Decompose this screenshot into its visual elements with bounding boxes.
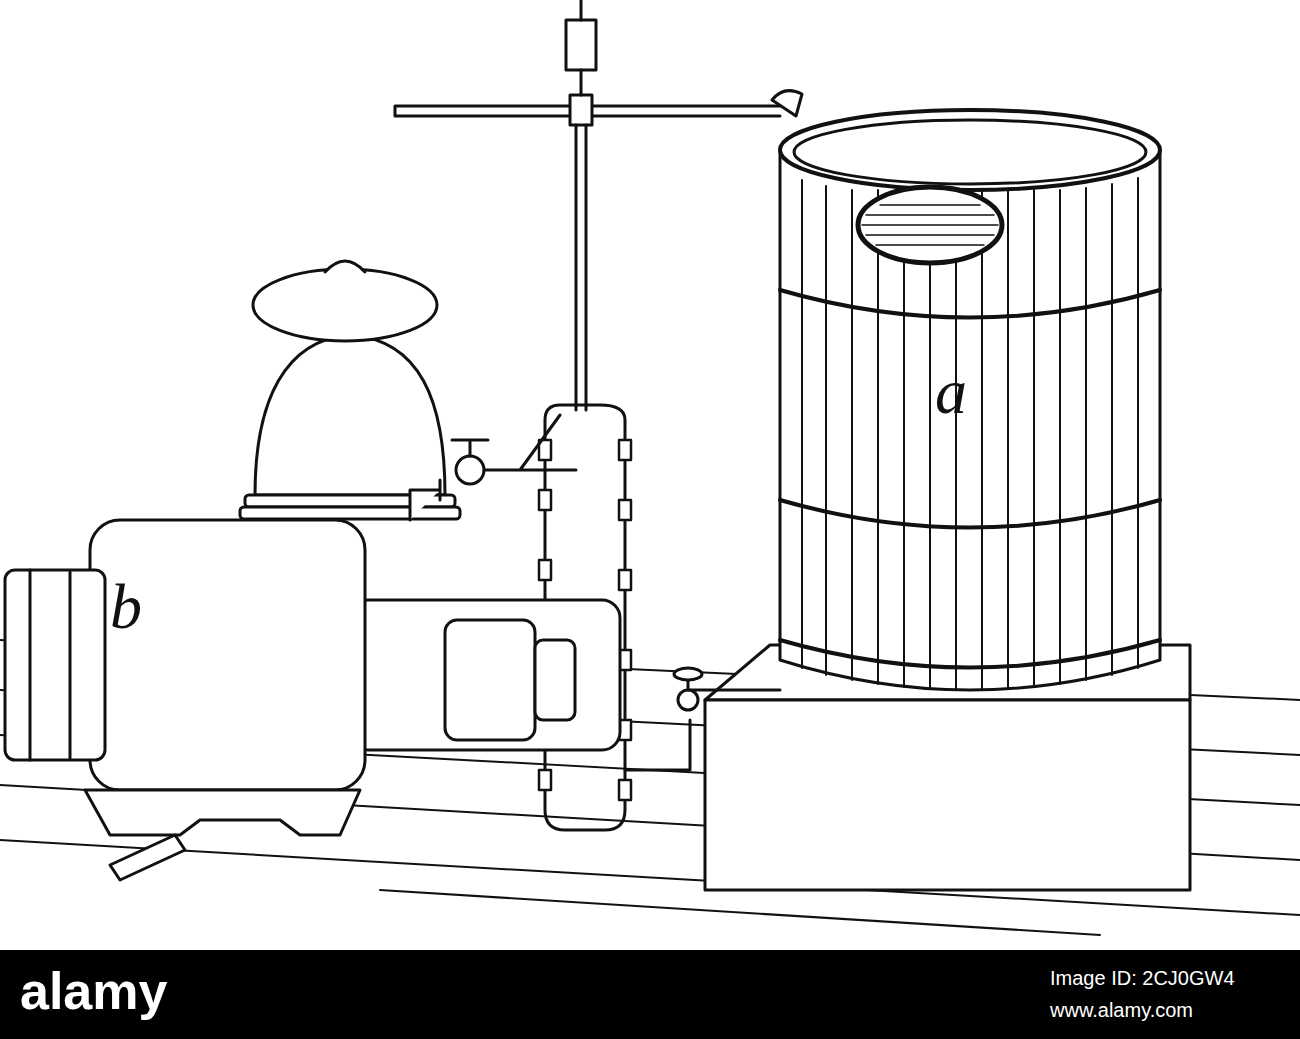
cream-separator [5,261,620,880]
tank-barrel [780,110,1160,690]
callout-letter: b [110,575,142,639]
callout-letter: a [935,360,967,424]
watermark-logo: alamy [20,965,167,1017]
watermark-url: www.alamy.com [1050,1000,1193,1020]
watermark-band [0,950,1300,1039]
watermark-id: Image ID: 2CJ0GW4 [1050,968,1235,988]
